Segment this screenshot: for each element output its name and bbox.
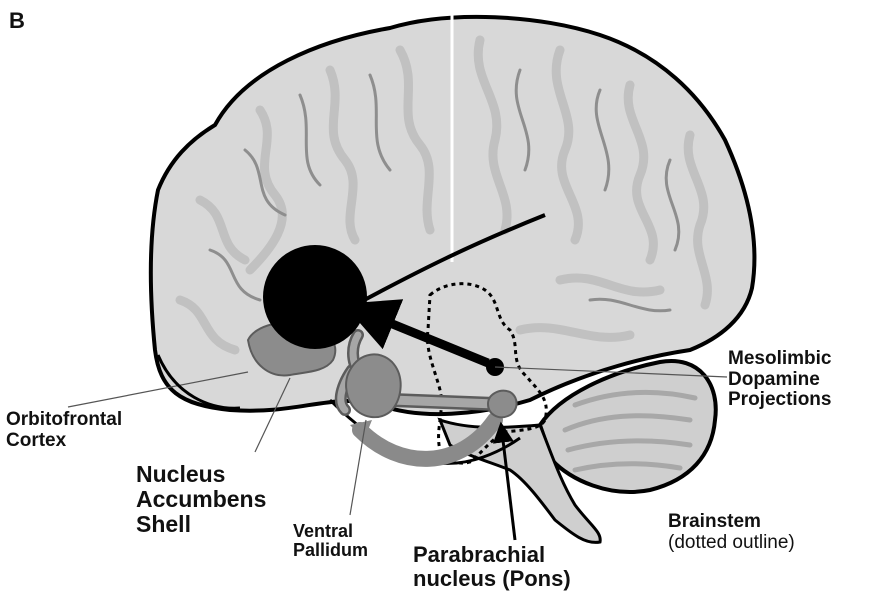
mesolimbic-label-line-1: Mesolimbic	[728, 349, 831, 370]
ventral-pallidum	[346, 354, 401, 417]
parabrachial-label-line-2: nucleus (Pons)	[413, 567, 571, 591]
accumbens-label-line-3: Shell	[136, 512, 266, 537]
pallidum-label-line-2: Pallidum	[293, 541, 368, 560]
ventral-pallidum-label: Ventral Pallidum	[293, 522, 368, 561]
pallidum-label-line-1: Ventral	[293, 522, 368, 541]
orbitofrontal-label-line-2: Cortex	[6, 431, 122, 452]
panel-letter: B	[9, 9, 25, 33]
parabrachial-label-line-1: Parabrachial	[413, 543, 571, 567]
parabrachial-label: Parabrachial nucleus (Pons)	[413, 543, 571, 591]
brainstem-label: Brainstem (dotted outline)	[668, 512, 795, 553]
orbitofrontal-label-line-1: Orbitofrontal	[6, 410, 122, 431]
mesolimbic-label-line-2: Dopamine	[728, 370, 831, 391]
accumbens-label-line-2: Accumbens	[136, 487, 266, 512]
mesolimbic-label: Mesolimbic Dopamine Projections	[728, 349, 831, 411]
parabrachial-nucleus	[488, 391, 517, 418]
mesolimbic-label-line-3: Projections	[728, 390, 831, 411]
brainstem-label-title: Brainstem	[668, 512, 795, 533]
nucleus-accumbens-label: Nucleus Accumbens Shell	[136, 462, 266, 536]
orbitofrontal-cortex-label: Orbitofrontal Cortex	[6, 410, 122, 451]
brainstem-label-note: (dotted outline)	[668, 533, 795, 554]
orbitofrontal-blob	[263, 245, 367, 349]
accumbens-label-line-1: Nucleus	[136, 462, 266, 487]
